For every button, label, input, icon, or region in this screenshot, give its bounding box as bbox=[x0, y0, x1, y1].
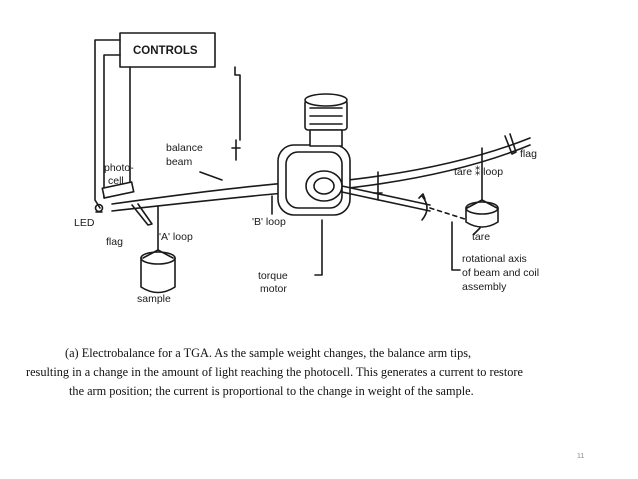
electrobalance-diagram: CONTROLS balance beam photo- cell LED fl… bbox=[74, 32, 539, 305]
label-rotational-3: assembly bbox=[462, 281, 507, 293]
label-led: LED bbox=[74, 217, 95, 229]
label-beam: beam bbox=[166, 156, 193, 168]
label-controls: CONTROLS bbox=[133, 45, 198, 57]
label-rotational-2: of beam and coil bbox=[462, 267, 539, 279]
sample-pan bbox=[140, 257, 176, 294]
wire-to-beam bbox=[234, 66, 241, 141]
flag-left bbox=[131, 203, 153, 226]
label-sample: sample bbox=[137, 293, 171, 305]
rotational-axis bbox=[429, 207, 469, 221]
tare-pan bbox=[465, 207, 499, 228]
caption-line-2: resulting in a change in the amount of l… bbox=[26, 365, 523, 379]
figure-caption: (a) Electrobalance for a TGA. As the sam… bbox=[20, 344, 620, 401]
flag-right bbox=[504, 133, 517, 155]
coil-ring bbox=[305, 170, 343, 202]
label-rotational-1: rotational axis bbox=[462, 253, 527, 265]
label-flag-right: flag bbox=[520, 148, 537, 160]
label-a-loop: 'A' loop bbox=[159, 231, 193, 243]
page-number: 11 bbox=[577, 453, 585, 460]
label-cell: cell bbox=[108, 175, 124, 187]
label-tare: tare bbox=[472, 231, 490, 243]
label-photo: photo- bbox=[104, 162, 134, 174]
controls-box bbox=[119, 32, 216, 68]
caption-line-1: (a) Electrobalance for a TGA. As the sam… bbox=[65, 346, 472, 360]
wire-left-inner bbox=[103, 54, 121, 199]
photocell bbox=[101, 181, 135, 199]
label-motor: motor bbox=[260, 283, 287, 295]
label-tare-loop: tare ⁑ loop bbox=[454, 165, 503, 178]
label-balance: balance bbox=[166, 142, 203, 154]
label-flag-left: flag bbox=[106, 236, 123, 248]
label-b-loop: 'B' loop bbox=[252, 216, 286, 228]
caption-line-3: the arm position; the current is proport… bbox=[69, 384, 474, 398]
label-torque: torque bbox=[258, 270, 288, 282]
